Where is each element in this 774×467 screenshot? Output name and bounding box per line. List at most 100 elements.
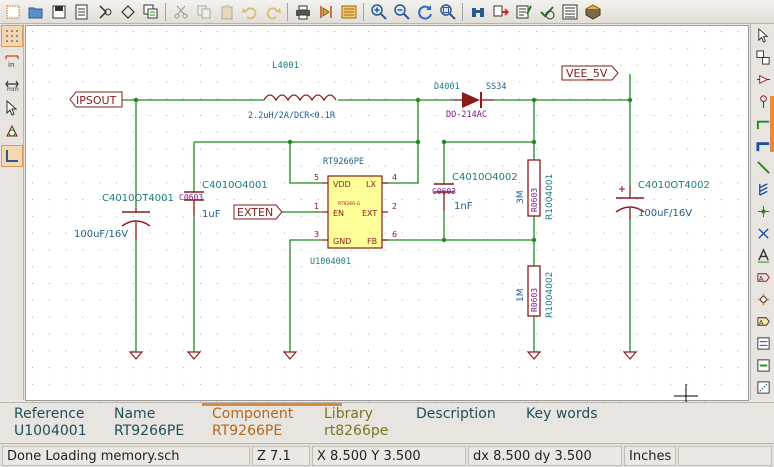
library-value: rt8266pe: [324, 423, 389, 439]
erc-icon[interactable]: [536, 1, 557, 22]
add-bus-icon[interactable]: [752, 135, 774, 156]
add-hier-label-icon[interactable]: [752, 289, 774, 310]
ic-inner-mark: RT9266-G: [338, 201, 361, 207]
junction-dot: [531, 97, 537, 103]
cursor-crosshair: [674, 384, 698, 402]
svg-text:in: in: [8, 61, 14, 68]
select-arrow-icon[interactable]: [752, 25, 774, 46]
page-settings-icon[interactable]: [71, 1, 92, 22]
open-icon[interactable]: [25, 1, 46, 22]
hierarchy-icon[interactable]: [752, 47, 774, 68]
no-connect-icon[interactable]: [752, 223, 774, 244]
ic-u1004001[interactable]: RT9266PE U1004001 RT9266-G 5 VDD 4 LX 1 …: [310, 157, 397, 267]
zoom-in-icon[interactable]: [368, 1, 389, 22]
wires: [122, 74, 631, 352]
info-name: Name RT9266PE: [114, 406, 184, 440]
add-sheet-icon[interactable]: A: [752, 311, 774, 332]
resistor-r1004002[interactable]: R0603 1M R1004002: [516, 265, 555, 318]
global-label-exten[interactable]: EXTEN: [233, 204, 283, 220]
component-column-highlight: [202, 403, 342, 406]
cut-icon[interactable]: [170, 1, 191, 22]
netlist-icon[interactable]: [490, 1, 511, 22]
hierarchy-navigator-icon[interactable]: [94, 1, 115, 22]
pin-name-lx: LX: [366, 180, 376, 189]
leave-sheet-icon[interactable]: [117, 1, 138, 22]
junction-dot: [531, 139, 537, 145]
units-mm-icon[interactable]: mm: [1, 73, 23, 95]
schematic-canvas[interactable]: IPSOUT VEE_5V EXTEN L4001 2.2uH/2A/DCR<0…: [25, 25, 750, 402]
new-sheet-icon[interactable]: [2, 1, 23, 22]
add-junction-icon[interactable]: [752, 201, 774, 222]
pin-num-2: 2: [392, 202, 397, 211]
library-browser-icon[interactable]: [338, 1, 359, 22]
bus-entry-icon[interactable]: [752, 179, 774, 200]
resistor-r1004001[interactable]: R0603 3M R1004001: [516, 159, 555, 220]
capacitor-c4010o4002[interactable]: C4010O4002 C0603 1nF: [432, 172, 518, 212]
res-value-1: 3M: [516, 191, 526, 205]
undo-icon[interactable]: [239, 1, 260, 22]
main-toolbar: [0, 0, 774, 24]
zoom-redraw-icon[interactable]: [414, 1, 435, 22]
library-editor-icon[interactable]: [315, 1, 336, 22]
global-label-ipsout[interactable]: IPSOUT: [69, 91, 123, 108]
ground-symbol: [128, 351, 144, 360]
show-grid-icon[interactable]: [1, 25, 23, 47]
cap-package-2: C0603: [179, 193, 203, 202]
label-exten-text: EXTEN: [237, 206, 273, 219]
reference-label: Reference: [14, 406, 85, 422]
inductor-value: 2.2uH/2A/DCR<0.1R: [248, 111, 336, 121]
description-label: Description: [416, 406, 496, 422]
add-component-icon[interactable]: [752, 69, 774, 90]
svg-text:mm: mm: [7, 86, 19, 92]
copy-icon[interactable]: [193, 1, 214, 22]
svg-text:A: A: [758, 274, 763, 282]
schematic-drawing: IPSOUT VEE_5V EXTEN L4001 2.2uH/2A/DCR<0…: [26, 26, 750, 402]
wire-angle-icon[interactable]: [1, 145, 23, 167]
paste-icon[interactable]: [216, 1, 237, 22]
wire-entry-icon[interactable]: [752, 157, 774, 178]
status-relative-position: dx 8.500 dy 3.500: [468, 446, 622, 466]
reference-value: U1004001: [14, 423, 87, 439]
inductor-ref: L4001: [272, 61, 299, 71]
units-inches-icon[interactable]: in: [1, 49, 23, 71]
redo-icon[interactable]: [262, 1, 283, 22]
junction-dot: [287, 139, 293, 145]
cap-ref-2: C4010O4001: [202, 180, 268, 191]
label-ipsout-text: IPSOUT: [76, 94, 117, 107]
inductor-l4001[interactable]: L4001 2.2uH/2A/DCR<0.1R: [248, 61, 337, 121]
sheet-stack-icon[interactable]: [140, 1, 161, 22]
hidden-pins-icon[interactable]: [1, 121, 23, 143]
print-icon[interactable]: [292, 1, 313, 22]
global-label-vee[interactable]: VEE_5V: [561, 65, 619, 81]
add-wire-icon[interactable]: [752, 113, 774, 134]
capacitor-c4010o4001[interactable]: C4010O4001 C0603 1uF: [179, 180, 268, 220]
ground-symbols: [128, 351, 638, 360]
status-units: Inches: [624, 446, 676, 466]
status-message: Done Loading memory.sch: [2, 446, 250, 466]
zoom-out-icon[interactable]: [391, 1, 412, 22]
bom-icon[interactable]: [559, 1, 580, 22]
save-icon[interactable]: [48, 1, 69, 22]
res-value-2: 1M: [516, 289, 526, 303]
find-icon[interactable]: [467, 1, 488, 22]
import-sheet-pin-icon[interactable]: [752, 333, 774, 354]
zoom-fit-icon[interactable]: [437, 1, 458, 22]
pin-num-3: 3: [314, 230, 319, 239]
cvpcb-icon[interactable]: [582, 1, 603, 22]
cap-value-1: 100uF/16V: [74, 229, 128, 240]
capacitor-c4010ot4002[interactable]: C4010OT4002 100uF/16V: [615, 180, 710, 220]
junction-dot: [441, 237, 447, 243]
capacitor-c4010ot4001[interactable]: C4010OT4001 100uF/16V: [74, 193, 174, 240]
add-power-icon[interactable]: [752, 91, 774, 112]
diode-d4001[interactable]: D4001 SS34 DO-214AC: [434, 82, 506, 120]
add-global-label-icon[interactable]: A: [752, 267, 774, 288]
cap-package-3: C0603: [432, 187, 456, 196]
pin-num-1: 1: [314, 202, 319, 211]
add-graphic-line-icon[interactable]: [752, 377, 774, 398]
add-label-icon[interactable]: [752, 245, 774, 266]
cap-ref-4: C4010OT4002: [638, 180, 710, 191]
cursor-shape-icon[interactable]: [1, 97, 23, 119]
add-sheet-pin-icon[interactable]: [752, 355, 774, 376]
annotate-icon[interactable]: [513, 1, 534, 22]
